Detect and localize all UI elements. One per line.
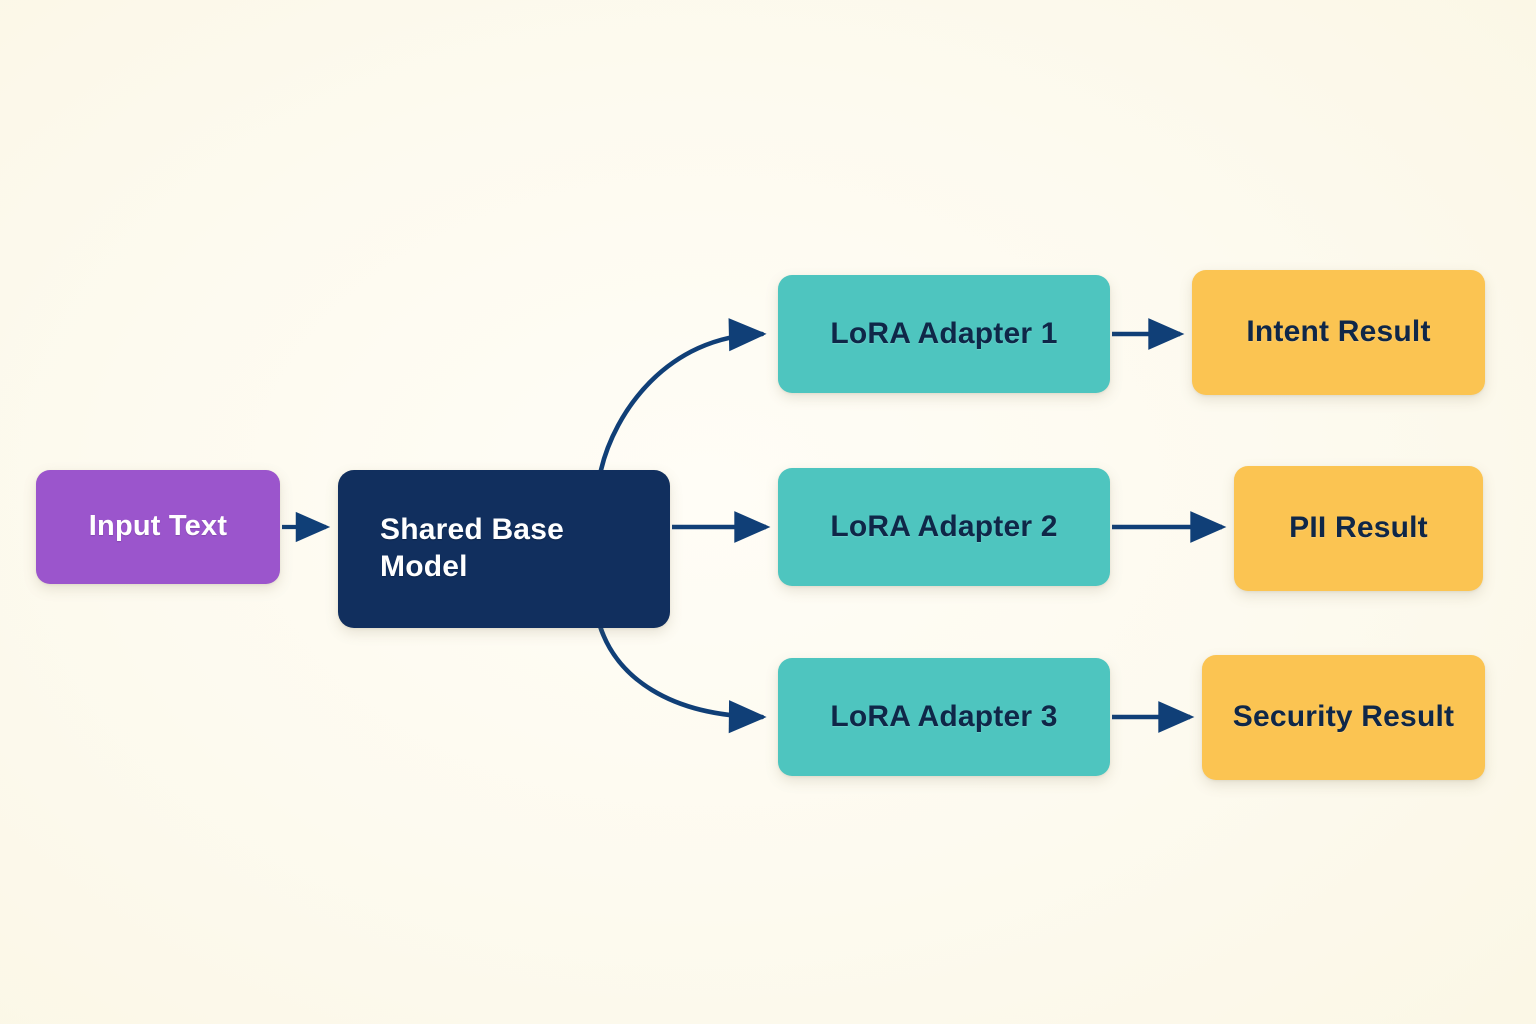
- node-security-result[interactable]: Security Result: [1202, 655, 1485, 780]
- edge-base-to-adapter-1: [598, 318, 767, 473]
- node-shared-base-model[interactable]: Shared Base Model: [338, 470, 670, 628]
- node-lora-adapter-3[interactable]: LoRA Adapter 3: [778, 658, 1110, 776]
- node-pii-result[interactable]: PII Result: [1234, 466, 1483, 591]
- node-pii-result-label: PII Result: [1289, 511, 1428, 545]
- node-shared-base-model-label: Shared Base Model: [380, 513, 564, 583]
- edge-base-to-adapter-3: [597, 623, 767, 734]
- node-lora-adapter-2[interactable]: LoRA Adapter 2: [778, 468, 1110, 586]
- node-input-text[interactable]: Input Text: [36, 470, 280, 584]
- node-lora-adapter-2-label: LoRA Adapter 2: [830, 509, 1058, 543]
- node-lora-adapter-3-label: LoRA Adapter 3: [830, 699, 1058, 733]
- node-lora-adapter-1-label: LoRA Adapter 1: [830, 316, 1058, 350]
- node-lora-adapter-1[interactable]: LoRA Adapter 1: [778, 275, 1110, 393]
- node-intent-result-label: Intent Result: [1246, 315, 1431, 349]
- node-intent-result[interactable]: Intent Result: [1192, 270, 1485, 395]
- node-security-result-label: Security Result: [1232, 700, 1455, 734]
- node-input-text-label: Input Text: [88, 510, 228, 543]
